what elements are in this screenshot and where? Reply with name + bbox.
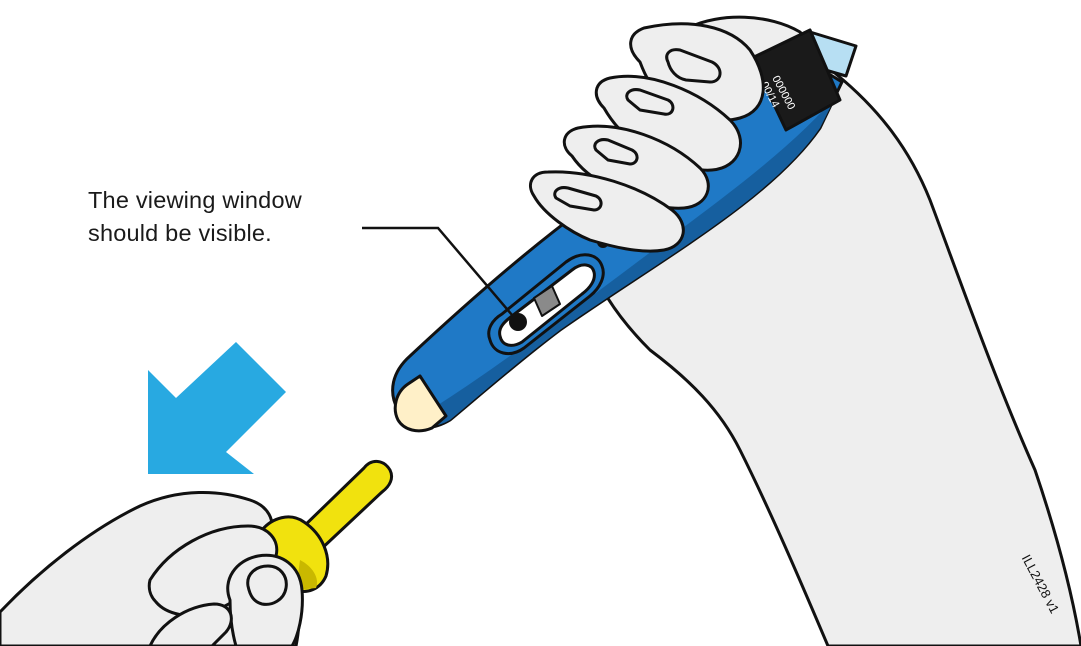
- left-thumb: [228, 555, 303, 646]
- callout-line-2: should be visible.: [88, 217, 302, 250]
- callout-line-1: The viewing window: [88, 184, 302, 217]
- callout-text: The viewing window should be visible.: [88, 184, 302, 250]
- left-hand: [0, 461, 392, 646]
- arrow-down-left-icon: [148, 342, 286, 474]
- callout-marker: [509, 313, 527, 331]
